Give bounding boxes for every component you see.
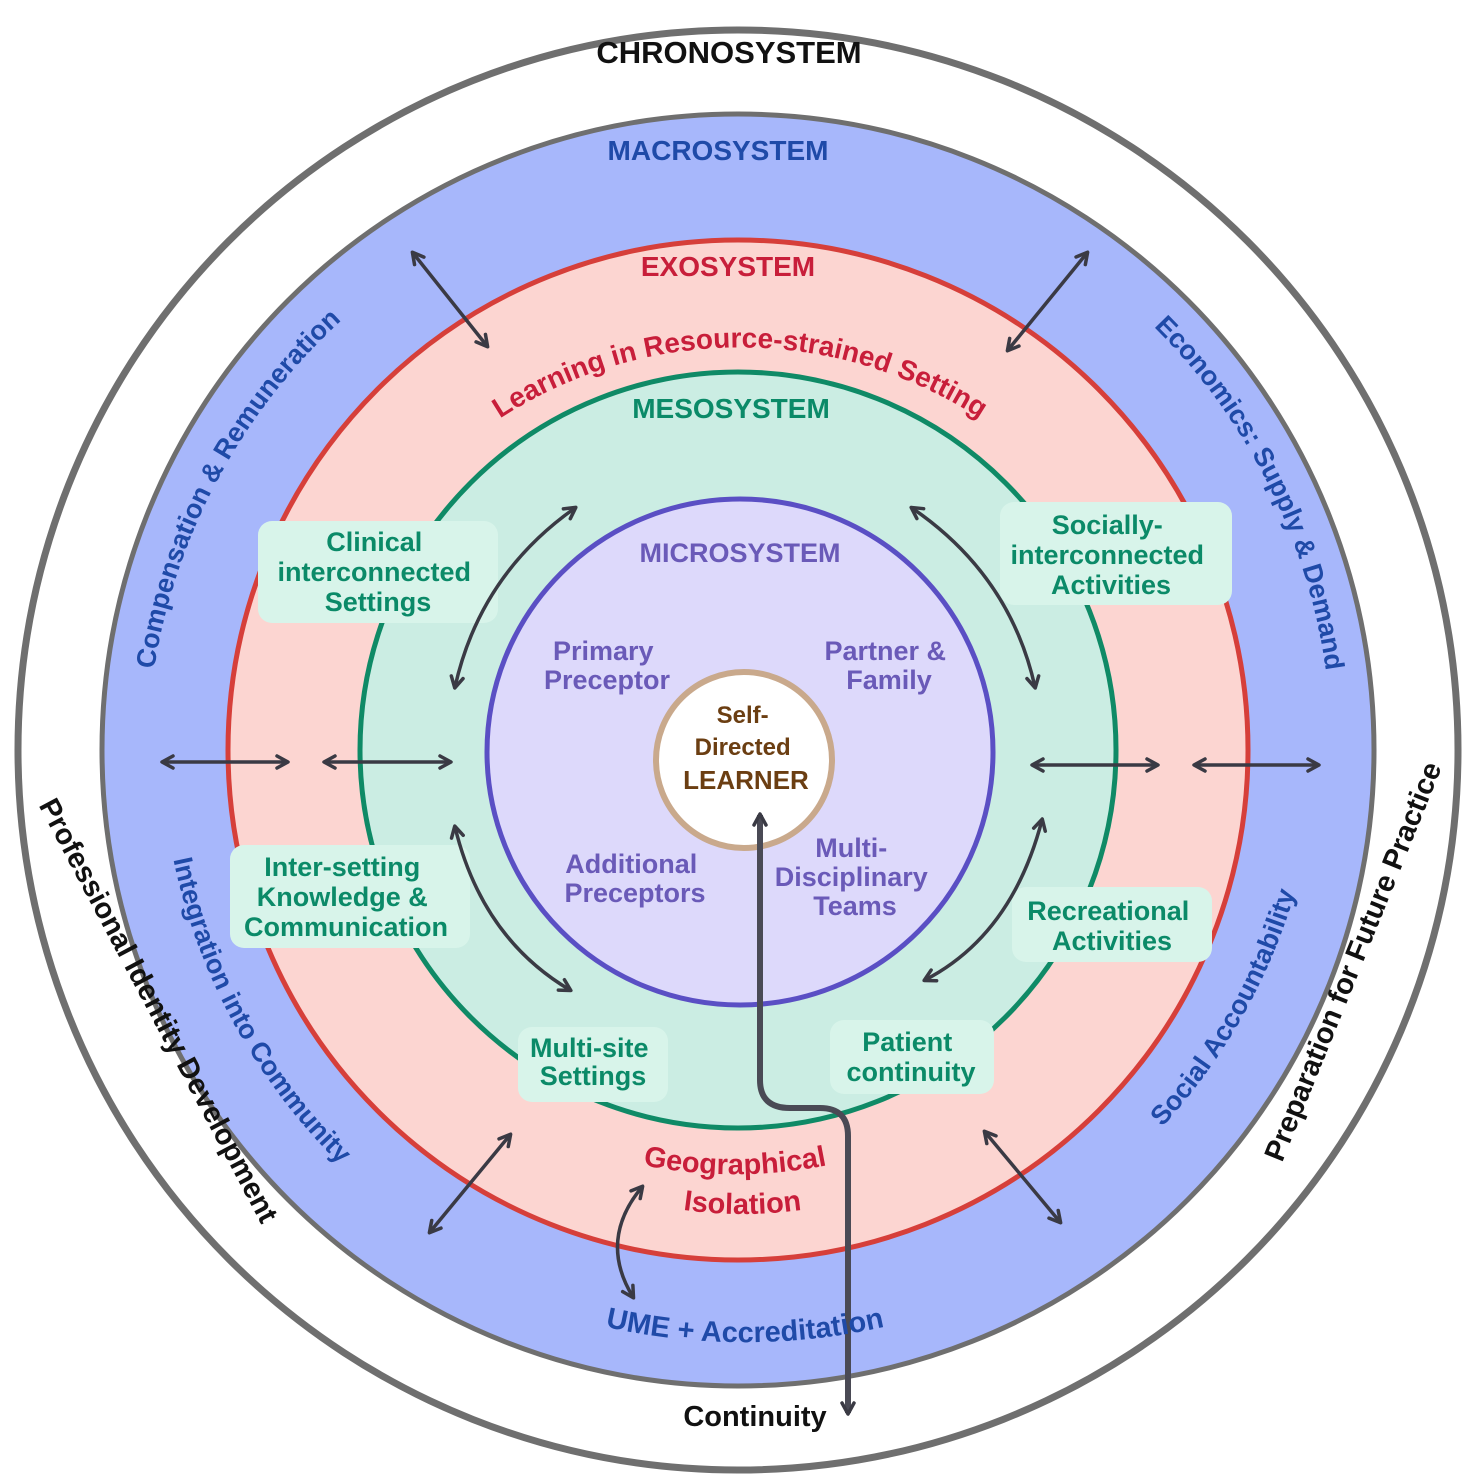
meso-social: Socially- interconnected Activities	[1010, 510, 1211, 600]
exosystem-title: EXOSYSTEM	[641, 251, 815, 282]
learner-label: Self- Directed LEARNER	[683, 702, 809, 795]
arrow-curve-lr	[922, 817, 1048, 983]
arrow-macro-exo-ur	[1005, 250, 1090, 353]
arrow-curve-ur	[909, 505, 1041, 690]
clinical-box	[258, 521, 498, 623]
patient-box	[830, 1020, 994, 1094]
chrono-continuity-label: Continuity	[683, 1401, 826, 1433]
micro-primary: Primary Preceptor	[544, 636, 671, 695]
meso-clinical: Clinical interconnected Settings	[277, 527, 478, 617]
multisite-box	[518, 1027, 668, 1102]
social-box	[1000, 502, 1232, 605]
meso-recreational: Recreational Activities	[1027, 896, 1197, 956]
macrosystem-title: MACROSYSTEM	[608, 135, 829, 166]
mesosystem-title: MESOSYSTEM	[632, 393, 830, 424]
meso-multisite: Multi-site Settings	[530, 1033, 656, 1091]
meso-intersetting: Inter-setting Knowledge & Communication	[244, 852, 448, 942]
arrow-macro-exo-lr	[982, 1129, 1063, 1225]
chronosystem-title: CHRONOSYSTEM	[596, 35, 861, 70]
micro-additional: Additional Preceptors	[564, 849, 705, 908]
meso-patient: Patient continuity	[847, 1027, 976, 1087]
micro-partner: Partner & Family	[824, 636, 953, 695]
arrow-curve-bottom	[615, 1184, 645, 1300]
micro-multi: Multi- Disciplinary Teams	[775, 833, 936, 921]
exo-bottom-line2: Isolation	[682, 1185, 803, 1221]
microsystem-title: MICROSYSTEM	[639, 538, 840, 568]
recreational-box	[1012, 887, 1212, 962]
continuity-arrow	[752, 812, 856, 1416]
learner-circle	[653, 669, 835, 851]
arrow-macro-exo-ll	[427, 1132, 513, 1235]
arrow-curve-ll	[449, 824, 573, 993]
arrow-curve-ul	[449, 505, 578, 690]
arrow-macro-exo-ul	[410, 250, 490, 349]
intersetting-box	[230, 845, 470, 948]
